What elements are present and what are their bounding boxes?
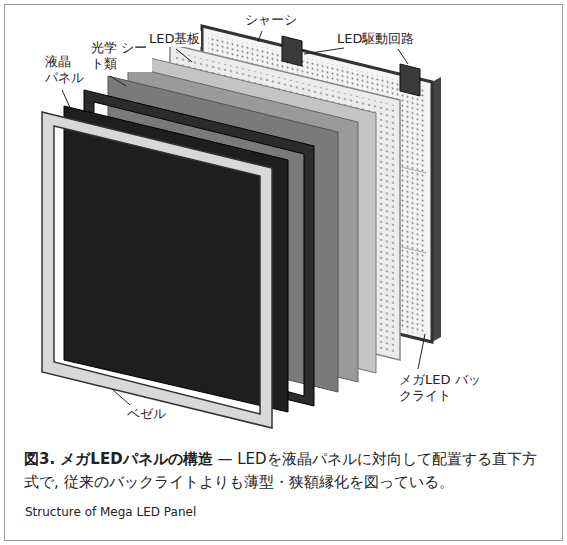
leader-line <box>176 49 192 62</box>
part-label: シャーシ <box>244 12 298 28</box>
leader-line <box>112 389 130 405</box>
driver-circuit <box>282 36 302 66</box>
leader-line <box>62 90 72 112</box>
part-label: 液晶 パネル <box>44 54 89 86</box>
part-label: LED基板 <box>148 31 201 47</box>
figure-title: 図3. メガLEDパネルの構造 <box>24 450 213 468</box>
part-label: ベゼル <box>126 406 167 422</box>
bezel <box>42 112 272 428</box>
leader-line <box>258 31 262 42</box>
leader-line <box>418 334 425 369</box>
figure-border <box>5 5 563 541</box>
caption-block: 図3. メガLEDパネルの構造 — LEDを液晶パネルに対向して配置する直下方式… <box>24 448 546 494</box>
english-caption: Structure of Mega LED Panel <box>24 504 197 520</box>
leader-line <box>304 48 344 54</box>
part-label: LED駆動回路 <box>336 31 415 47</box>
leader-line <box>110 76 126 86</box>
part-label: 光学 シート類 <box>90 40 152 72</box>
part-label: メガLED バックライト <box>398 372 486 404</box>
leader-line <box>398 49 408 64</box>
driver-circuit <box>400 64 420 96</box>
